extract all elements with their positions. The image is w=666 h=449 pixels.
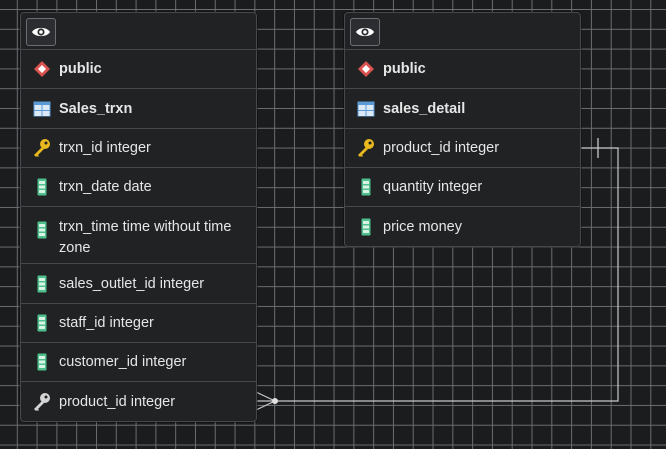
primary-key-icon <box>356 138 376 158</box>
table-label: sales_detail <box>383 100 466 117</box>
column-icon <box>32 177 52 197</box>
table-icon <box>356 99 376 119</box>
column-row[interactable]: staff_id integer <box>21 304 256 343</box>
schema-icon <box>356 59 376 79</box>
table-row[interactable]: Sales_trxn <box>21 89 256 129</box>
column-row[interactable]: sales_outlet_id integer <box>21 264 256 304</box>
column-icon <box>356 217 376 237</box>
toggle-visibility-button[interactable] <box>26 18 56 46</box>
column-label: trxn_date date <box>59 179 152 195</box>
entity-sales-detail[interactable]: public sales_detail product_id integer q… <box>344 12 581 247</box>
column-row[interactable]: trxn_id integer <box>21 129 256 168</box>
column-row[interactable]: price money <box>345 207 580 246</box>
column-label: product_id integer <box>59 393 176 410</box>
eye-icon <box>356 27 374 37</box>
primary-key-icon <box>32 138 52 158</box>
column-label: staff_id integer <box>59 315 154 331</box>
schema-row: public <box>21 50 256 89</box>
column-label: quantity integer <box>383 179 483 195</box>
entity-header <box>21 13 256 50</box>
schema-label: public <box>59 61 102 77</box>
table-label: Sales_trxn <box>59 100 133 117</box>
column-label: sales_outlet_id integer <box>59 275 205 292</box>
foreign-key-icon <box>32 392 52 412</box>
column-row[interactable]: product_id integer <box>345 129 580 168</box>
entity-header <box>345 13 580 50</box>
column-label: product_id integer <box>383 140 500 156</box>
column-row[interactable]: quantity integer <box>345 168 580 207</box>
schema-row: public <box>345 50 580 89</box>
column-icon <box>356 177 376 197</box>
column-label: trxn_time time without time zone <box>59 219 232 256</box>
column-row[interactable]: trxn_date date <box>21 168 256 207</box>
table-row[interactable]: sales_detail <box>345 89 580 129</box>
entity-sales-trxn[interactable]: public Sales_trxn trxn_id integer trxn_d… <box>20 12 257 422</box>
column-label: customer_id integer <box>59 354 187 370</box>
column-row[interactable]: product_id integer <box>21 382 256 421</box>
eye-icon <box>32 27 50 37</box>
column-icon <box>32 274 52 294</box>
column-label: price money <box>383 218 462 235</box>
toggle-visibility-button[interactable] <box>350 18 380 46</box>
schema-label: public <box>383 61 426 77</box>
column-row[interactable]: trxn_time time without time zone <box>21 207 256 264</box>
column-row[interactable]: customer_id integer <box>21 343 256 382</box>
column-icon <box>32 220 52 240</box>
schema-icon <box>32 59 52 79</box>
table-icon <box>32 99 52 119</box>
column-icon <box>32 352 52 372</box>
column-icon <box>32 313 52 333</box>
column-label: trxn_id integer <box>59 140 151 156</box>
